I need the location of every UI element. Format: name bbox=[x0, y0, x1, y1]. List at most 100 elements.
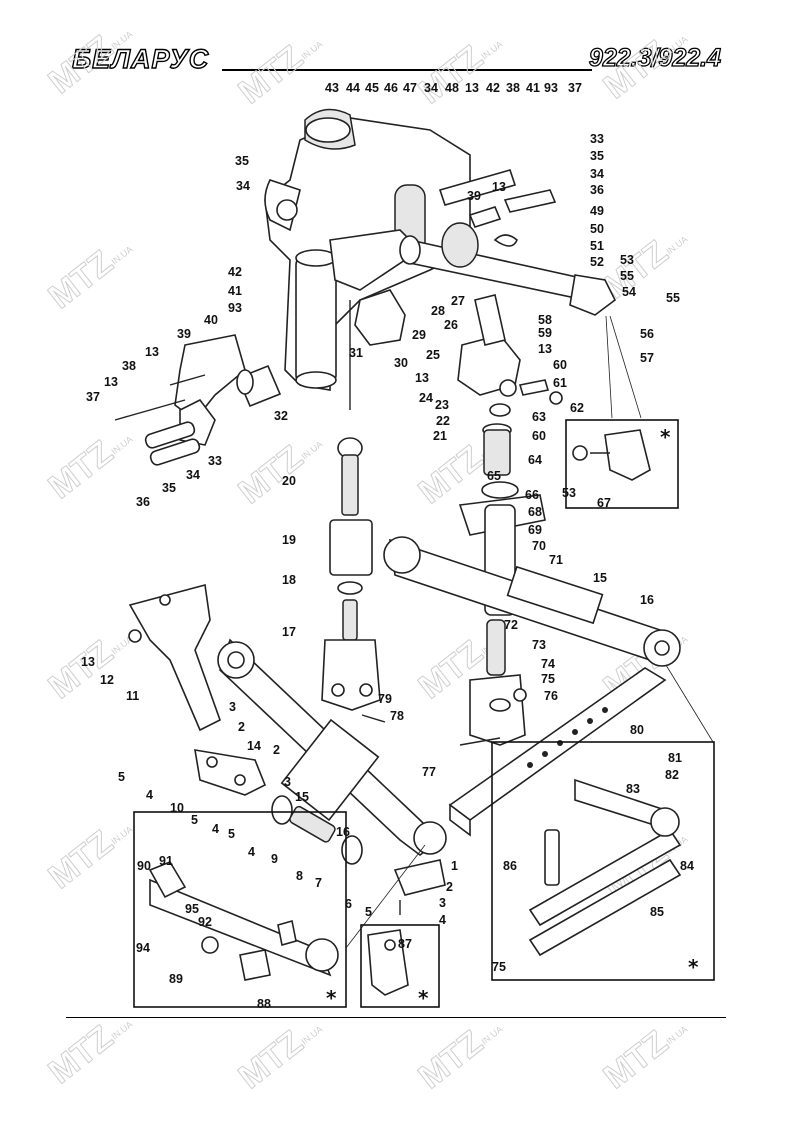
part-number-label: 92 bbox=[198, 915, 212, 929]
vertical-brace bbox=[321, 437, 386, 723]
stabilizer-chain bbox=[194, 749, 446, 915]
part-number-label: 24 bbox=[419, 391, 433, 405]
part-number-label: 31 bbox=[349, 346, 363, 360]
part-number-label: 7 bbox=[315, 876, 322, 890]
part-number-label: 2 bbox=[238, 720, 245, 734]
part-number-label: 5 bbox=[365, 905, 372, 919]
brand-title: БЕЛАРУС bbox=[71, 43, 210, 74]
inset-marker: * bbox=[660, 425, 671, 449]
model-number: 922.3/922.4 bbox=[588, 43, 721, 72]
part-number-label: 39 bbox=[467, 189, 481, 203]
part-number-label: 5 bbox=[118, 770, 125, 784]
part-number-label: 80 bbox=[630, 723, 644, 737]
watermark-text: MTZ bbox=[232, 1023, 310, 1096]
part-number-label: 44 bbox=[346, 81, 360, 95]
part-number-label: 14 bbox=[247, 739, 261, 753]
part-number-label: 18 bbox=[282, 573, 296, 587]
part-number-label: 93 bbox=[228, 301, 242, 315]
watermark-text: MTZ bbox=[412, 438, 490, 511]
part-number-label: 17 bbox=[282, 625, 296, 639]
part-number-label: 34 bbox=[186, 468, 200, 482]
part-number-label: 20 bbox=[282, 474, 296, 488]
watermark-text: MTZ bbox=[42, 823, 120, 896]
watermark-suffix: .IN.UA bbox=[662, 34, 689, 58]
watermark-text: MTZ bbox=[42, 243, 120, 316]
part-number-label: 75 bbox=[492, 960, 506, 974]
part-number-label: 13 bbox=[415, 371, 429, 385]
part-number-label: 5 bbox=[191, 813, 198, 827]
watermark-suffix: .IN.UA bbox=[107, 1019, 134, 1043]
part-number-label: 89 bbox=[169, 972, 183, 986]
part-number-label: 13 bbox=[81, 655, 95, 669]
part-number-label: 73 bbox=[532, 638, 546, 652]
part-number-label: 13 bbox=[465, 81, 479, 95]
part-number-label: 23 bbox=[435, 398, 449, 412]
part-number-label: 55 bbox=[666, 291, 680, 305]
part-number-label: 53 bbox=[562, 486, 576, 500]
part-number-label: 51 bbox=[590, 239, 604, 253]
watermark-text: MTZ bbox=[412, 38, 490, 111]
part-number-label: 50 bbox=[590, 222, 604, 236]
part-number-label: 6 bbox=[345, 897, 352, 911]
part-number-label: 58 bbox=[538, 313, 552, 327]
part-number-label: 9 bbox=[271, 852, 278, 866]
part-number-label: 8 bbox=[296, 869, 303, 883]
part-number-label: 55 bbox=[620, 269, 634, 283]
part-number-label: 4 bbox=[212, 822, 219, 836]
inset-clevis-parts bbox=[367, 929, 409, 996]
part-number-label: 48 bbox=[445, 81, 459, 95]
part-number-label: 91 bbox=[159, 854, 173, 868]
part-number-label: 2 bbox=[273, 743, 280, 757]
part-number-label: 59 bbox=[538, 326, 552, 340]
part-number-label: 4 bbox=[146, 788, 153, 802]
inset-lower-link-parts bbox=[148, 844, 426, 981]
part-number-label: 22 bbox=[436, 414, 450, 428]
part-number-label: 13 bbox=[104, 375, 118, 389]
part-number-label: 72 bbox=[504, 618, 518, 632]
part-number-label: 67 bbox=[597, 496, 611, 510]
part-number-label: 90 bbox=[137, 859, 151, 873]
lift-housing-assembly bbox=[264, 108, 471, 410]
header-rule bbox=[222, 69, 592, 71]
part-number-label: 77 bbox=[422, 765, 436, 779]
part-number-label: 41 bbox=[526, 81, 540, 95]
left-arm-parts bbox=[114, 334, 282, 466]
part-number-label: 34 bbox=[236, 179, 250, 193]
part-number-label: 76 bbox=[544, 689, 558, 703]
watermark-text: MTZ bbox=[42, 28, 120, 101]
part-number-label: 54 bbox=[622, 285, 636, 299]
drawbar bbox=[448, 667, 667, 837]
inset-box-hook bbox=[565, 419, 679, 509]
part-number-label: 36 bbox=[590, 183, 604, 197]
part-number-label: 32 bbox=[274, 409, 288, 423]
part-number-label: 19 bbox=[282, 533, 296, 547]
part-number-label: 93 bbox=[544, 81, 558, 95]
adjusting-screw bbox=[458, 423, 546, 746]
cross-shaft bbox=[399, 169, 617, 316]
part-number-label: 10 bbox=[170, 801, 184, 815]
part-number-label: 29 bbox=[412, 328, 426, 342]
part-number-label: 52 bbox=[590, 255, 604, 269]
part-number-label: 88 bbox=[257, 997, 271, 1011]
watermark-suffix: .IN.UA bbox=[662, 234, 689, 258]
part-number-label: 39 bbox=[177, 327, 191, 341]
watermark-text: MTZ bbox=[42, 433, 120, 506]
inset-box-drawbar bbox=[491, 741, 715, 981]
part-number-label: 53 bbox=[620, 253, 634, 267]
part-number-label: 46 bbox=[384, 81, 398, 95]
part-number-label: 37 bbox=[86, 390, 100, 404]
central-bracket bbox=[457, 294, 563, 417]
part-number-label: 38 bbox=[506, 81, 520, 95]
part-number-label: 16 bbox=[640, 593, 654, 607]
part-number-label: 70 bbox=[532, 539, 546, 553]
watermark-text: MTZ bbox=[232, 438, 310, 511]
part-number-label: 15 bbox=[593, 571, 607, 585]
part-number-label: 71 bbox=[549, 553, 563, 567]
part-number-label: 34 bbox=[590, 167, 604, 181]
part-number-label: 42 bbox=[228, 265, 242, 279]
part-number-label: 65 bbox=[487, 469, 501, 483]
part-number-label: 82 bbox=[665, 768, 679, 782]
part-number-label: 85 bbox=[650, 905, 664, 919]
watermark-text: MTZ bbox=[597, 1023, 675, 1096]
